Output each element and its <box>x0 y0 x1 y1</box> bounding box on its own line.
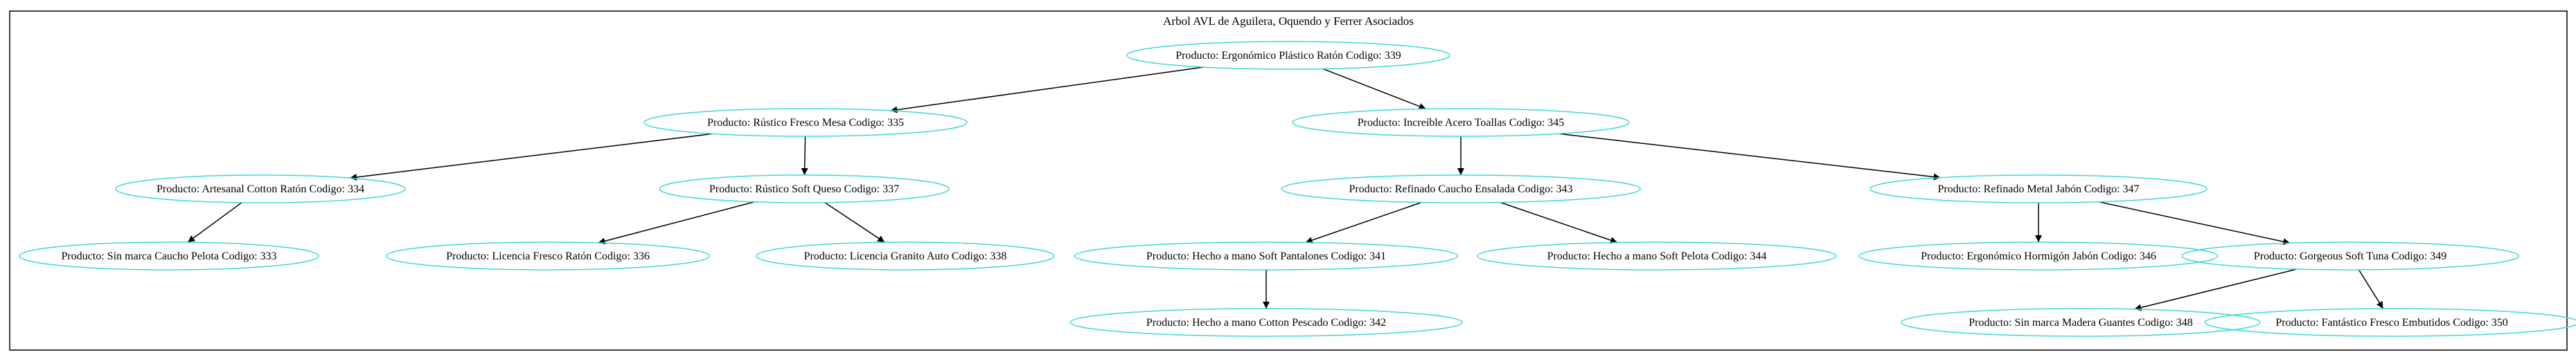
node-n348: Producto: Sin marca Madera Guantes Codig… <box>1901 308 2261 337</box>
node-label: Producto: Hecho a mano Cotton Pescado Co… <box>1146 317 1386 329</box>
node-n336: Producto: Licencia Fresco Ratón Codigo: … <box>386 241 710 271</box>
node-n333: Producto: Sin marca Caucho Pelota Codigo… <box>19 241 319 271</box>
edges-layer <box>187 66 2384 311</box>
node-label: Producto: Licencia Granito Auto Codigo: … <box>804 250 1007 262</box>
node-ellipse <box>19 241 319 271</box>
node-ellipse <box>1126 41 1450 70</box>
edge-n343-n341 <box>1305 201 1422 244</box>
node-n347: Producto: Refinado Metal Jabón Codigo: 3… <box>1869 174 2208 203</box>
node-label: Producto: Ergonómico Plástico Ratón Codi… <box>1175 50 1401 62</box>
edge-n334-n333 <box>187 202 242 243</box>
edge-n349-n350 <box>2358 269 2384 309</box>
node-ellipse <box>1901 308 2261 337</box>
node-ellipse <box>2204 308 2576 337</box>
edge-n345-n347 <box>1558 133 1941 181</box>
node-label: Producto: Increíble Acero Toallas Codigo… <box>1358 117 1565 129</box>
nodes-layer: Producto: Ergonómico Plástico Ratón Codi… <box>19 41 2576 337</box>
edge-n349-n348 <box>2134 268 2298 311</box>
edge-n337-n338 <box>824 202 885 243</box>
node-n349: Producto: Gorgeous Soft Tuna Codigo: 349 <box>2181 241 2519 271</box>
node-label: Producto: Refinado Caucho Ensalada Codig… <box>1349 183 1572 195</box>
node-n343: Producto: Refinado Caucho Ensalada Codig… <box>1281 174 1641 203</box>
edge-n339-n335 <box>890 66 1204 113</box>
node-ellipse <box>1292 108 1630 137</box>
node-ellipse <box>1069 308 1463 337</box>
node-ellipse <box>1858 241 2219 271</box>
graph-border <box>9 10 2568 351</box>
node-label: Producto: Hecho a mano Soft Pantalones C… <box>1146 250 1386 262</box>
graph-title: Arbol AVL de Aguilera, Oquendo y Ferrer … <box>1163 15 1414 28</box>
node-ellipse <box>756 241 1055 271</box>
node-n344: Producto: Hecho a mano Soft Pelota Codig… <box>1477 241 1837 271</box>
node-label: Producto: Artesanal Cotton Ratón Codigo:… <box>157 183 364 195</box>
node-ellipse <box>115 174 406 203</box>
node-n339: Producto: Ergonómico Plástico Ratón Codi… <box>1126 41 1450 70</box>
edge-n339-n345 <box>1322 68 1427 110</box>
node-label: Producto: Rústico Soft Queso Codigo: 337 <box>709 183 899 195</box>
node-label: Producto: Ergonómico Hormigón Jabón Codi… <box>1921 250 2156 262</box>
node-ellipse <box>659 174 950 203</box>
node-label: Producto: Fantástico Fresco Embutidos Co… <box>2275 317 2508 329</box>
node-ellipse <box>1869 174 2208 203</box>
edge-n337-n336 <box>598 201 755 245</box>
node-label: Producto: Refinado Metal Jabón Codigo: 3… <box>1937 183 2139 195</box>
node-label: Producto: Licencia Fresco Ratón Codigo: … <box>446 250 650 262</box>
node-n342: Producto: Hecho a mano Cotton Pescado Co… <box>1069 308 1463 337</box>
node-n341: Producto: Hecho a mano Soft Pantalones C… <box>1074 241 1459 271</box>
node-ellipse <box>1477 241 1837 271</box>
edge-n343-n344 <box>1500 201 1618 244</box>
node-ellipse <box>1074 241 1459 271</box>
node-label: Producto: Hecho a mano Soft Pelota Codig… <box>1547 250 1767 262</box>
node-n345: Producto: Increíble Acero Toallas Codigo… <box>1292 108 1630 137</box>
edge-n335-n337 <box>801 136 808 176</box>
edge-n335-n334 <box>349 133 713 181</box>
node-n338: Producto: Licencia Granito Auto Codigo: … <box>756 241 1055 271</box>
node-label: Producto: Sin marca Madera Guantes Codig… <box>1969 317 2193 329</box>
edge-n347-n349 <box>2098 201 2291 246</box>
node-n334: Producto: Artesanal Cotton Ratón Codigo:… <box>115 174 406 203</box>
node-n337: Producto: Rústico Soft Queso Codigo: 337 <box>659 174 950 203</box>
node-n346: Producto: Ergonómico Hormigón Jabón Codi… <box>1858 241 2219 271</box>
node-label: Producto: Sin marca Caucho Pelota Codigo… <box>61 250 276 262</box>
node-label: Producto: Rústico Fresco Mesa Codigo: 33… <box>707 117 904 129</box>
node-ellipse <box>1281 174 1641 203</box>
node-ellipse <box>2181 241 2519 271</box>
node-ellipse <box>386 241 710 271</box>
node-label: Producto: Gorgeous Soft Tuna Codigo: 349 <box>2254 250 2446 262</box>
node-ellipse <box>643 108 968 137</box>
node-n350: Producto: Fantástico Fresco Embutidos Co… <box>2204 308 2576 337</box>
node-n335: Producto: Rústico Fresco Mesa Codigo: 33… <box>643 108 968 137</box>
